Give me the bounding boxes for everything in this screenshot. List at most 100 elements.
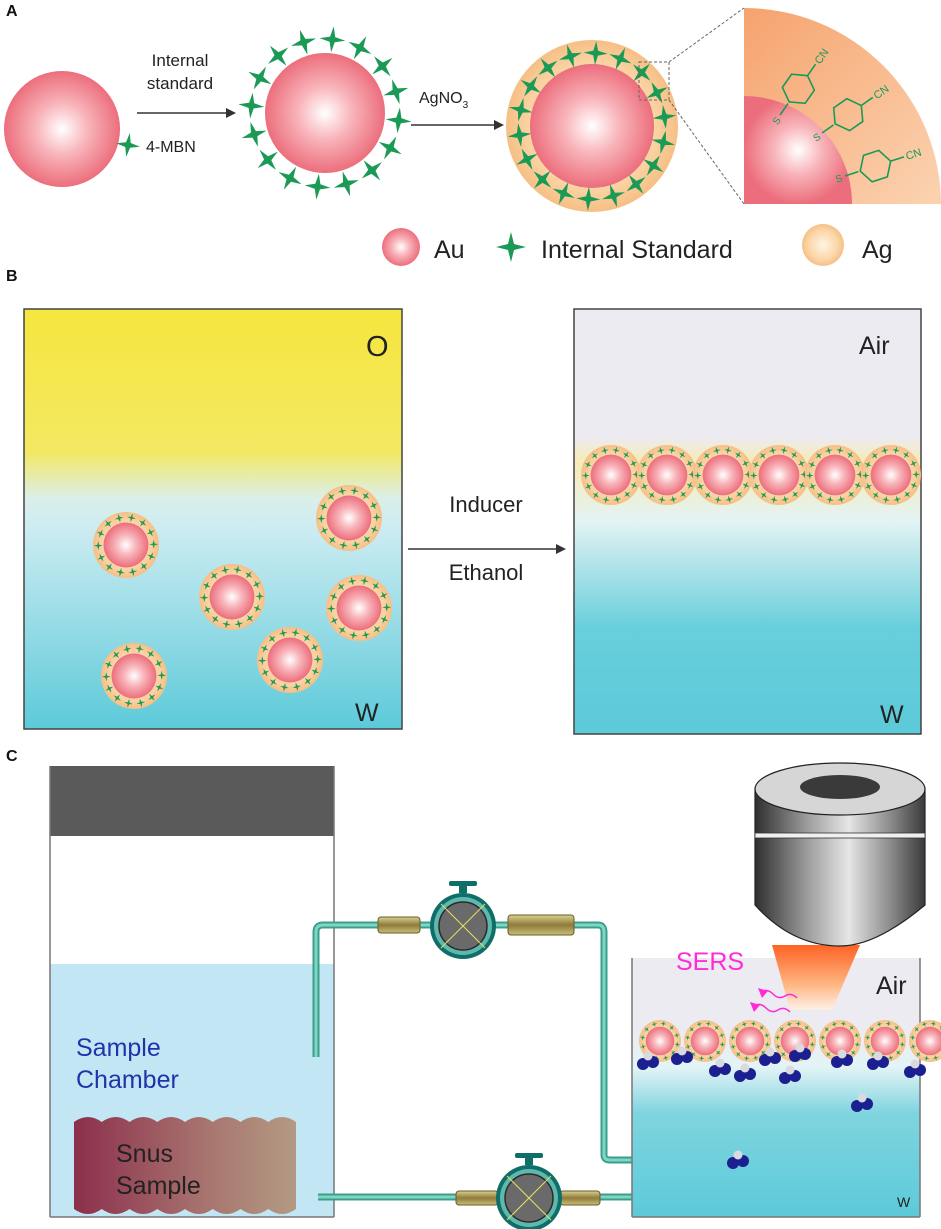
internal-standard-star-icon — [718, 1032, 725, 1039]
analyte-molecule — [867, 1051, 889, 1070]
internal-standard-star-icon — [800, 470, 809, 479]
internal-standard-star-icon — [280, 682, 289, 692]
internal-standard-star-icon — [744, 470, 753, 479]
sulfur-atom-label: S — [834, 173, 844, 186]
internal-standard-star-icon — [348, 36, 372, 60]
benzonitrile-molecule: SCN — [771, 47, 832, 128]
internal-standard-star-icon — [516, 148, 538, 170]
analyte-molecule — [904, 1059, 926, 1078]
internal-standard-star-icon — [257, 656, 267, 666]
internal-standard-star-icon — [626, 174, 646, 194]
internal-standard-star-icon — [651, 130, 675, 154]
internal-standard-star-icon — [361, 160, 382, 181]
internal-standard-star-icon — [147, 650, 155, 658]
internal-standard-star-icon — [140, 562, 148, 570]
gold-nanoparticle-bare — [4, 71, 120, 187]
internal-standard-star-icon — [684, 1034, 691, 1041]
internal-standard-star-icon — [559, 44, 582, 68]
internal-standard-star-icon — [552, 182, 575, 205]
internal-standard-star-icon — [865, 482, 873, 490]
internal-standard-star-icon — [600, 446, 609, 455]
internal-standard-star-icon — [613, 495, 622, 504]
core-shell-nanoparticle — [93, 512, 159, 578]
internal-standard-star-icon — [234, 619, 244, 629]
step2-arrow — [411, 120, 504, 130]
internal-standard-star-icon — [910, 481, 918, 489]
internal-standard-star-icon — [260, 644, 269, 653]
valve-bottom-icon — [496, 1153, 562, 1229]
internal-standard-star-icon — [639, 1034, 646, 1041]
internal-standard-star-icon — [820, 1043, 827, 1050]
internal-standard-star-icon — [114, 513, 124, 523]
internal-standard-star-icon — [372, 582, 380, 590]
internal-standard-star-icon — [350, 486, 359, 496]
internal-standard-star-icon — [685, 1043, 692, 1050]
internal-standard-star-icon — [602, 184, 625, 208]
internal-standard-star-icon — [819, 1034, 826, 1041]
internal-standard-star-icon — [894, 1025, 899, 1030]
internal-standard-star-icon — [101, 672, 111, 682]
step1-arrow — [137, 108, 236, 118]
internal-standard-star-icon — [848, 491, 855, 498]
internal-standard-star-icon — [383, 79, 409, 105]
internal-standard-star-icon — [896, 1050, 901, 1055]
internal-standard-star-icon — [261, 668, 270, 677]
internal-standard-star-icon — [669, 1025, 674, 1030]
internal-standard-star-icon — [640, 461, 648, 469]
internal-standard-star-icon — [509, 98, 533, 122]
internal-standard-star-icon — [824, 1027, 829, 1032]
internal-standard-star-icon — [135, 644, 144, 654]
internal-standard-star-icon — [97, 553, 106, 562]
internal-standard-star-icon — [304, 173, 331, 200]
internal-standard-star-icon — [339, 540, 348, 550]
snus-label-line1: Snus — [116, 1140, 173, 1168]
internal-standard-star-icon — [136, 698, 146, 708]
core-shell-nanoparticle — [861, 445, 921, 505]
internal-standard-star-icon — [837, 495, 846, 504]
analyte-molecule — [727, 1150, 749, 1169]
internal-standard-star-icon — [736, 491, 743, 498]
internal-standard-star-icon — [871, 452, 878, 459]
fitting-top-left — [377, 916, 421, 934]
internal-standard-star-icon — [310, 643, 319, 652]
zoom-line-bottom — [668, 99, 745, 205]
internal-standard-star-icon — [673, 1032, 680, 1039]
internal-standard-star-icon — [686, 481, 694, 489]
internal-standard-star-icon — [853, 1032, 860, 1039]
analyte-molecule — [789, 1043, 811, 1062]
internal-standard-star-icon — [752, 461, 760, 469]
internal-standard-star-icon — [320, 526, 329, 535]
internal-standard-star-icon — [507, 123, 532, 147]
core-shell-nanoparticle — [639, 1020, 681, 1062]
internal-standard-star-icon — [763, 1032, 770, 1039]
ethanol-label: Ethanol — [449, 560, 524, 585]
internal-standard-star-icon — [369, 501, 378, 510]
internal-standard-star-icon — [704, 491, 711, 499]
internal-standard-star-icon — [656, 446, 665, 455]
internal-standard-star-icon — [914, 1027, 919, 1032]
internal-standard-star-icon — [641, 482, 649, 490]
internal-standard-star-icon — [361, 630, 371, 640]
internal-standard-star-icon — [146, 528, 155, 537]
reagent-label: 4-MBN — [146, 139, 196, 156]
internal-standard-star-icon — [668, 446, 676, 455]
panel-a-label: A — [6, 3, 18, 20]
internal-standard-star-icon — [764, 1041, 771, 1048]
legend-au-swatch — [382, 228, 420, 266]
internal-standard-star-icon — [113, 694, 121, 702]
internal-standard-star-icon — [864, 461, 872, 469]
internal-standard-star-icon — [584, 461, 592, 469]
internal-standard-star-icon — [742, 481, 750, 489]
sers-label: SERS — [676, 948, 744, 976]
internal-standard-star-icon — [815, 452, 822, 459]
internal-standard-star-icon — [849, 1025, 854, 1030]
legend: Au Internal Standard Ag — [382, 224, 893, 266]
internal-standard-star-icon — [624, 491, 631, 498]
internal-standard-star-icon — [903, 451, 910, 459]
internal-standard-star-icon — [847, 451, 854, 459]
internal-standard-star-icon — [795, 1020, 802, 1027]
internal-standard-star-icon — [791, 451, 798, 459]
internal-standard-star-icon — [770, 495, 778, 504]
internal-standard-star-icon — [382, 602, 392, 612]
